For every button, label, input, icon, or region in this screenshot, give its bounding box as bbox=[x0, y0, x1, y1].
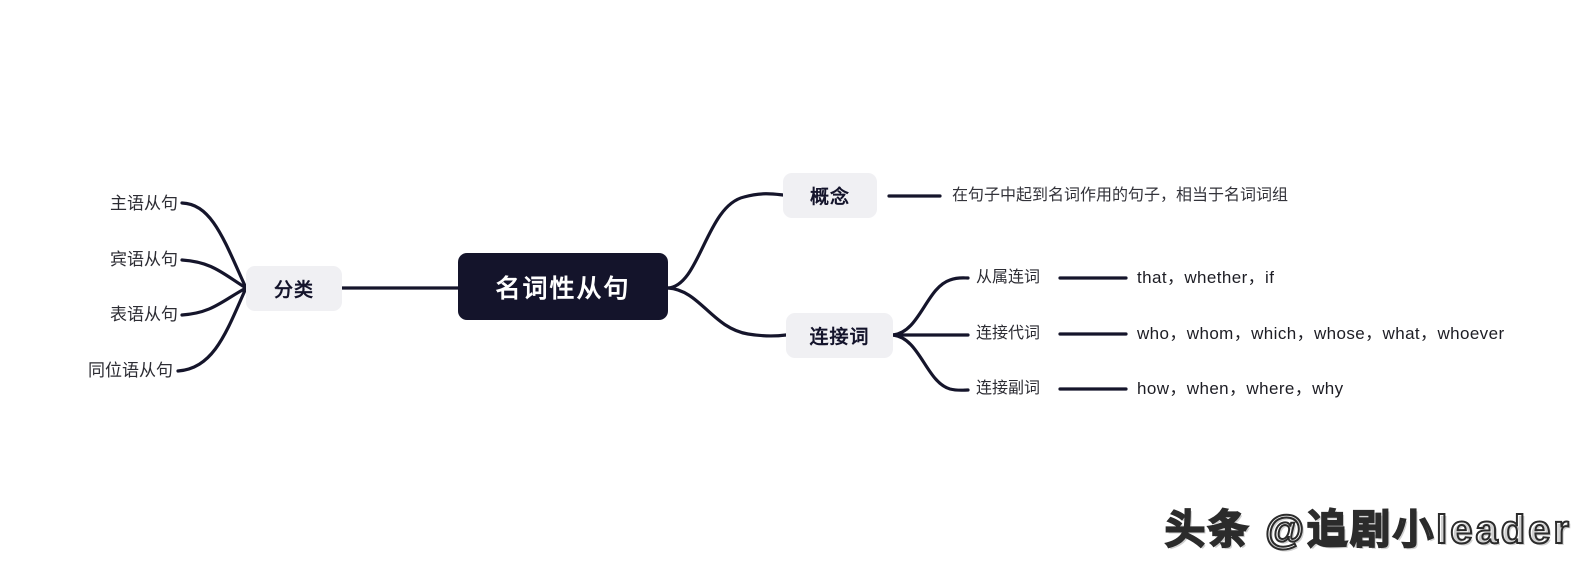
words-conjunctive-adverb: how，when，where，why bbox=[1137, 379, 1344, 398]
connector-conjunctions-adverb bbox=[891, 333, 970, 392]
connector-classification-appositive bbox=[176, 286, 248, 373]
connector-classification-predicative bbox=[180, 286, 248, 317]
concept-description: 在句子中起到名词作用的句子，相当于名词词组 bbox=[952, 187, 1289, 204]
sub-label-conjunctive-adverb: 连接副词 bbox=[976, 380, 1041, 397]
leaf-predicative-clause: 表语从句 bbox=[110, 305, 178, 324]
leaf-appositive-clause: 同位语从句 bbox=[88, 361, 173, 380]
connector-root-to-concept bbox=[666, 192, 785, 290]
connector-classification-object bbox=[180, 258, 248, 290]
node-root-noun-clause[interactable]: 名词性从句 bbox=[458, 253, 668, 320]
node-classification[interactable]: 分类 bbox=[246, 266, 342, 311]
leaf-subject-clause: 主语从句 bbox=[110, 194, 178, 213]
node-conjunctions[interactable]: 连接词 bbox=[786, 313, 893, 358]
words-subordinating-conjunction: that，whether，if bbox=[1137, 268, 1275, 287]
node-concept[interactable]: 概念 bbox=[783, 173, 877, 218]
words-conjunctive-pronoun: who，whom，which，whose，what，whoever bbox=[1137, 324, 1505, 343]
watermark-text: 头条 @追剧小leader bbox=[1164, 507, 1572, 553]
connector-classification-subject bbox=[180, 201, 248, 290]
connector-root-to-conjunctions bbox=[666, 286, 788, 338]
leaf-object-clause: 宾语从句 bbox=[110, 250, 178, 269]
sub-label-subordinating-conjunction: 从属连词 bbox=[976, 269, 1041, 286]
connector-conjunctions-subordinating bbox=[891, 276, 970, 337]
sub-label-conjunctive-pronoun: 连接代词 bbox=[976, 325, 1041, 342]
